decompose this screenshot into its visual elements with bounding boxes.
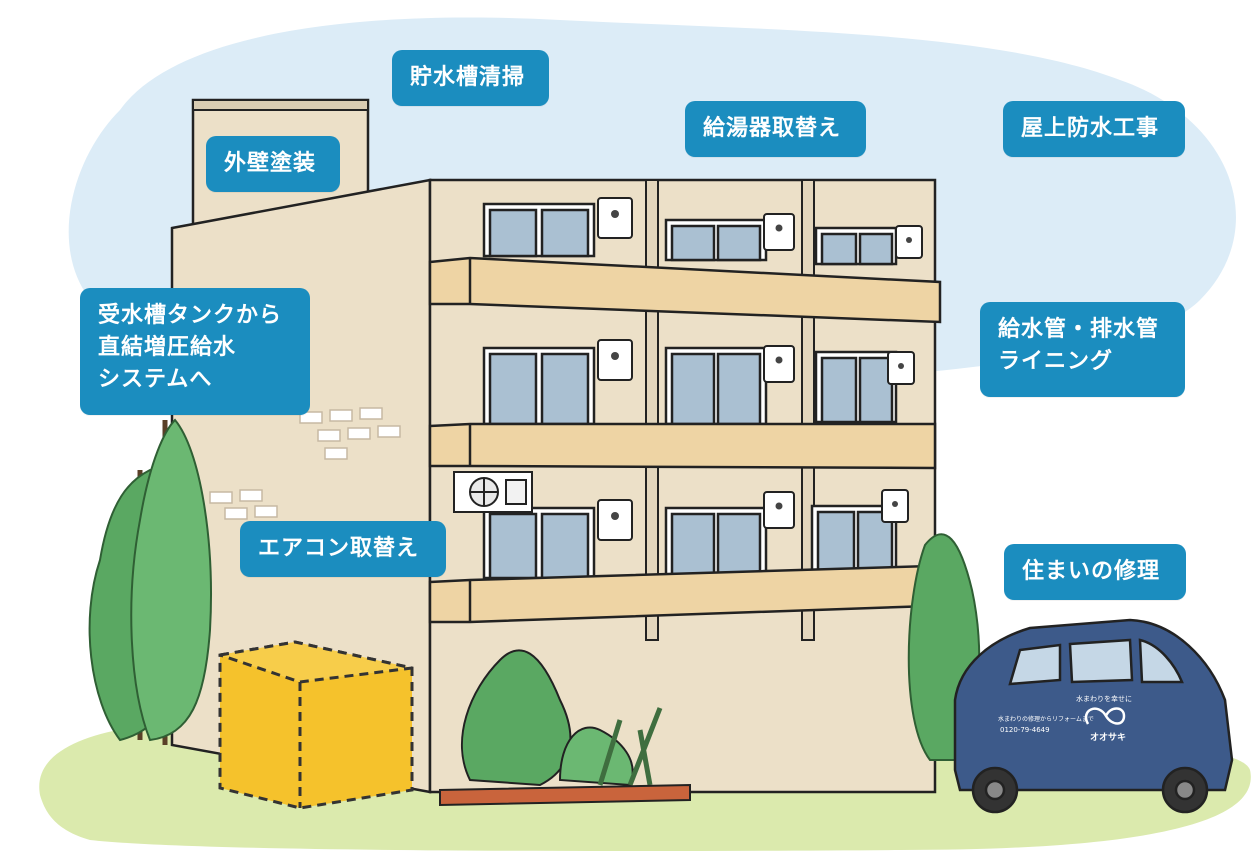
label-rooftop-waterproofing: 屋上防水工事 — [1003, 101, 1185, 157]
wall-bricks — [209, 407, 401, 520]
van-slogan: 水まわりを幸せに — [1076, 695, 1132, 703]
van-brand: オオサキ — [1090, 733, 1127, 743]
floor-1-windows — [482, 504, 898, 580]
water-heater-icon — [597, 197, 923, 541]
van-subline: 水まわりの修理からリフォームまで — [998, 716, 1094, 723]
house-logo-icon — [1084, 707, 1126, 725]
floor-3-windows — [482, 202, 898, 266]
label-receiving-tank-direct-booster: 受水槽タンクから 直結増圧給水 システムへ — [80, 288, 310, 415]
delivery-van — [953, 618, 1234, 814]
left-trees — [88, 418, 212, 745]
air-conditioner-unit-icon — [453, 471, 533, 513]
water-tank-icon — [218, 640, 414, 810]
label-exterior-wall-painting: 外壁塗装 — [206, 136, 340, 192]
label-water-storage-tank-cleaning: 貯水槽清掃 — [392, 50, 549, 106]
front-planter — [439, 649, 691, 807]
label-air-conditioner-replacement: エアコン取替え — [240, 521, 446, 577]
label-home-repair: 住まいの修理 — [1004, 544, 1186, 600]
label-pipe-lining: 給水管・排水管 ライニング — [980, 302, 1185, 397]
label-water-heater-replacement: 給湯器取替え — [685, 101, 866, 157]
balconies — [428, 256, 942, 624]
floor-2-windows — [482, 346, 898, 426]
van-phone: 0120-79-4649 — [1000, 726, 1050, 734]
